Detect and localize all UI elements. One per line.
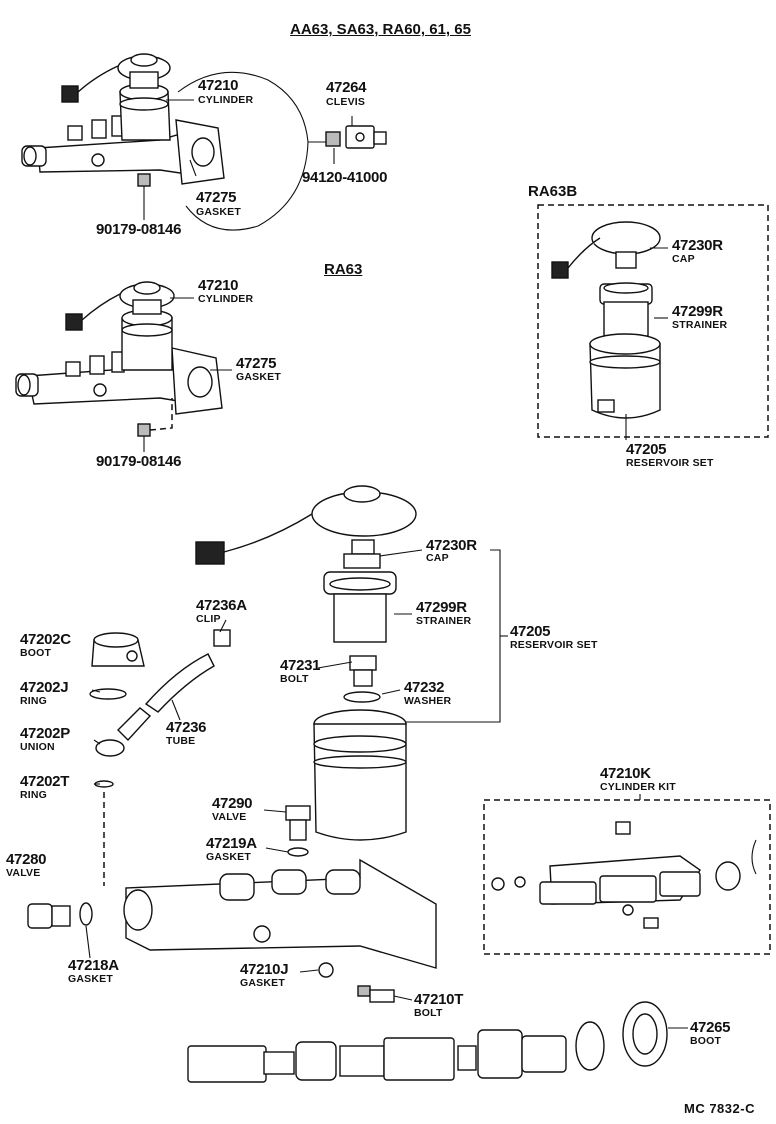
label-gasket-47218A-pn: 47218A bbox=[68, 957, 119, 974]
piston-assembly bbox=[187, 1001, 668, 1083]
label-bolt-47231-pn: 47231 bbox=[280, 657, 321, 674]
label-ring-j-pn: 47202J bbox=[20, 679, 69, 696]
main-cylinder-body bbox=[123, 858, 437, 969]
valve-47290 bbox=[285, 805, 311, 857]
label-boot-47265-pn: 47265 bbox=[690, 1019, 731, 1036]
label-union-nm: UNION bbox=[20, 741, 55, 753]
label-cylinder-top-nm: CYLINDER bbox=[198, 94, 254, 106]
cylinder-kit-parts bbox=[491, 821, 741, 929]
main-reservoir bbox=[313, 709, 407, 841]
bolt-47231 bbox=[343, 655, 381, 703]
label-clip-nm: CLIP bbox=[196, 613, 221, 625]
footer-code: MC 7832-C bbox=[684, 1101, 755, 1116]
label-clip-pn: 47236A bbox=[196, 597, 247, 614]
label-clevis-pn: 47264 bbox=[326, 79, 367, 96]
ra63-cylinder-assembly bbox=[15, 281, 223, 437]
clevis bbox=[325, 125, 387, 149]
label-reservoir-b-nm: RESERVOIR SET bbox=[626, 457, 714, 469]
label-union-pn: 47202P bbox=[20, 725, 70, 742]
hose-assembly bbox=[89, 629, 231, 788]
label-gasket-mid-pn: 47275 bbox=[236, 355, 277, 372]
label-gasket-47218A-nm: GASKET bbox=[68, 973, 113, 985]
label-gasket-top-pn: 47275 bbox=[196, 189, 237, 206]
label-cap-b-pn: 47230R bbox=[672, 237, 723, 254]
label-bolt-47210T-pn: 47210T bbox=[414, 991, 464, 1008]
label-valve-47290-pn: 47290 bbox=[212, 795, 253, 812]
ra63b-box bbox=[537, 204, 769, 438]
label-nut-top-pn: 90179-08146 bbox=[96, 221, 182, 238]
label-clevis-nm: CLEVIS bbox=[326, 96, 366, 108]
label-gasket-47210J-pn: 47210J bbox=[240, 961, 289, 978]
label-washer-pn: 47232 bbox=[404, 679, 445, 696]
label-kit-pn: 47210K bbox=[600, 765, 651, 782]
main-strainer bbox=[323, 571, 397, 643]
label-gasket-47219A-nm: GASKET bbox=[206, 851, 251, 863]
label-boot-c-pn: 47202C bbox=[20, 631, 71, 648]
label-boot-c-nm: BOOT bbox=[20, 647, 52, 659]
label-nut-mid-pn: 90179-08146 bbox=[96, 453, 182, 470]
valve-47280 bbox=[27, 902, 93, 929]
label-cylinder-mid-nm: CYLINDER bbox=[198, 293, 254, 305]
label-ring-t-nm: RING bbox=[20, 789, 48, 801]
label-valve-47290-nm: VALVE bbox=[212, 811, 247, 823]
label-cylinder-top-pn: 47210 bbox=[198, 77, 239, 94]
label-cap-nm: CAP bbox=[426, 552, 449, 564]
gasket-47210J bbox=[318, 962, 334, 978]
label-gasket-top-nm: GASKET bbox=[196, 206, 241, 218]
cylinder-kit-box bbox=[483, 799, 771, 955]
main-reservoir-cap bbox=[195, 485, 417, 569]
label-bolt-47210T-nm: BOLT bbox=[414, 1007, 443, 1019]
label-bolt-47231-nm: BOLT bbox=[280, 673, 309, 685]
label-ring-j-nm: RING bbox=[20, 695, 48, 707]
label-cap-pn: 47230R bbox=[426, 537, 477, 554]
ra63b-reservoir bbox=[551, 221, 661, 419]
label-valve-47280-nm: VALVE bbox=[6, 867, 41, 879]
label-reservoir-b-pn: 47205 bbox=[626, 441, 667, 458]
label-pin-pn: 94120-41000 bbox=[302, 169, 388, 186]
header-ra63: RA63 bbox=[324, 261, 363, 278]
label-cylinder-mid-pn: 47210 bbox=[198, 277, 239, 294]
label-gasket-47210J-nm: GASKET bbox=[240, 977, 285, 989]
label-washer-nm: WASHER bbox=[404, 695, 452, 707]
label-reservoir-pn: 47205 bbox=[510, 623, 551, 640]
label-strainer-nm: STRAINER bbox=[416, 615, 472, 627]
label-gasket-47219A-pn: 47219A bbox=[206, 835, 257, 852]
label-valve-47280-pn: 47280 bbox=[6, 851, 47, 868]
label-ring-t-pn: 47202T bbox=[20, 773, 70, 790]
header-top-models: AA63, SA63, RA60, 61, 65 bbox=[290, 21, 471, 38]
label-strainer-b-pn: 47299R bbox=[672, 303, 723, 320]
label-strainer-pn: 47299R bbox=[416, 599, 467, 616]
label-kit-nm: CYLINDER KIT bbox=[600, 781, 676, 793]
header-ra63b: RA63B bbox=[528, 183, 578, 200]
label-tube-nm: TUBE bbox=[166, 735, 196, 747]
bolt-47210T bbox=[357, 985, 395, 1003]
label-reservoir-nm: RESERVOIR SET bbox=[510, 639, 598, 651]
label-cap-b-nm: CAP bbox=[672, 253, 695, 265]
label-gasket-mid-nm: GASKET bbox=[236, 371, 281, 383]
label-boot-47265-nm: BOOT bbox=[690, 1035, 722, 1047]
label-tube-pn: 47236 bbox=[166, 719, 207, 736]
label-strainer-b-nm: STRAINER bbox=[672, 319, 728, 331]
top-cylinder-assembly bbox=[21, 53, 225, 187]
leader-lines bbox=[85, 99, 688, 1029]
